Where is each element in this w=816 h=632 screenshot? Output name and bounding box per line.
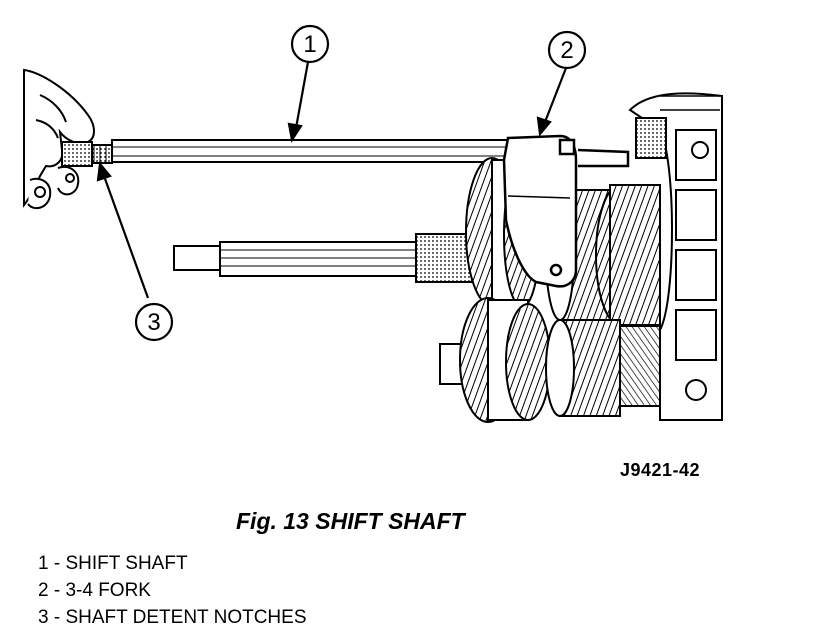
callout-3: 3 (134, 302, 174, 342)
callout-1: 1 (290, 24, 330, 64)
figure-caption: Fig. 13 SHIFT SHAFT (236, 508, 465, 534)
figure-id: J9421-42 (620, 460, 701, 480)
legend-list: 1 - SHIFT SHAFT 2 - 3-4 FORK 3 - SHAFT D… (38, 550, 307, 631)
svg-text:2: 2 (560, 37, 573, 64)
legend-item: 3 - SHAFT DETENT NOTCHES (38, 607, 307, 628)
legend-item: 2 - 3-4 FORK (38, 580, 151, 601)
shift-shaft (61, 139, 513, 167)
callout-2: 2 (547, 30, 587, 70)
transmission-case (628, 92, 723, 421)
main-shaft (173, 233, 491, 385)
legend-item: 1 - SHIFT SHAFT (38, 553, 188, 574)
shift-fork-3-4 (502, 134, 630, 288)
svg-text:1: 1 (303, 31, 316, 58)
hand-drawing (23, 68, 95, 210)
callout-leaders (96, 61, 568, 299)
svg-text:3: 3 (147, 309, 160, 336)
